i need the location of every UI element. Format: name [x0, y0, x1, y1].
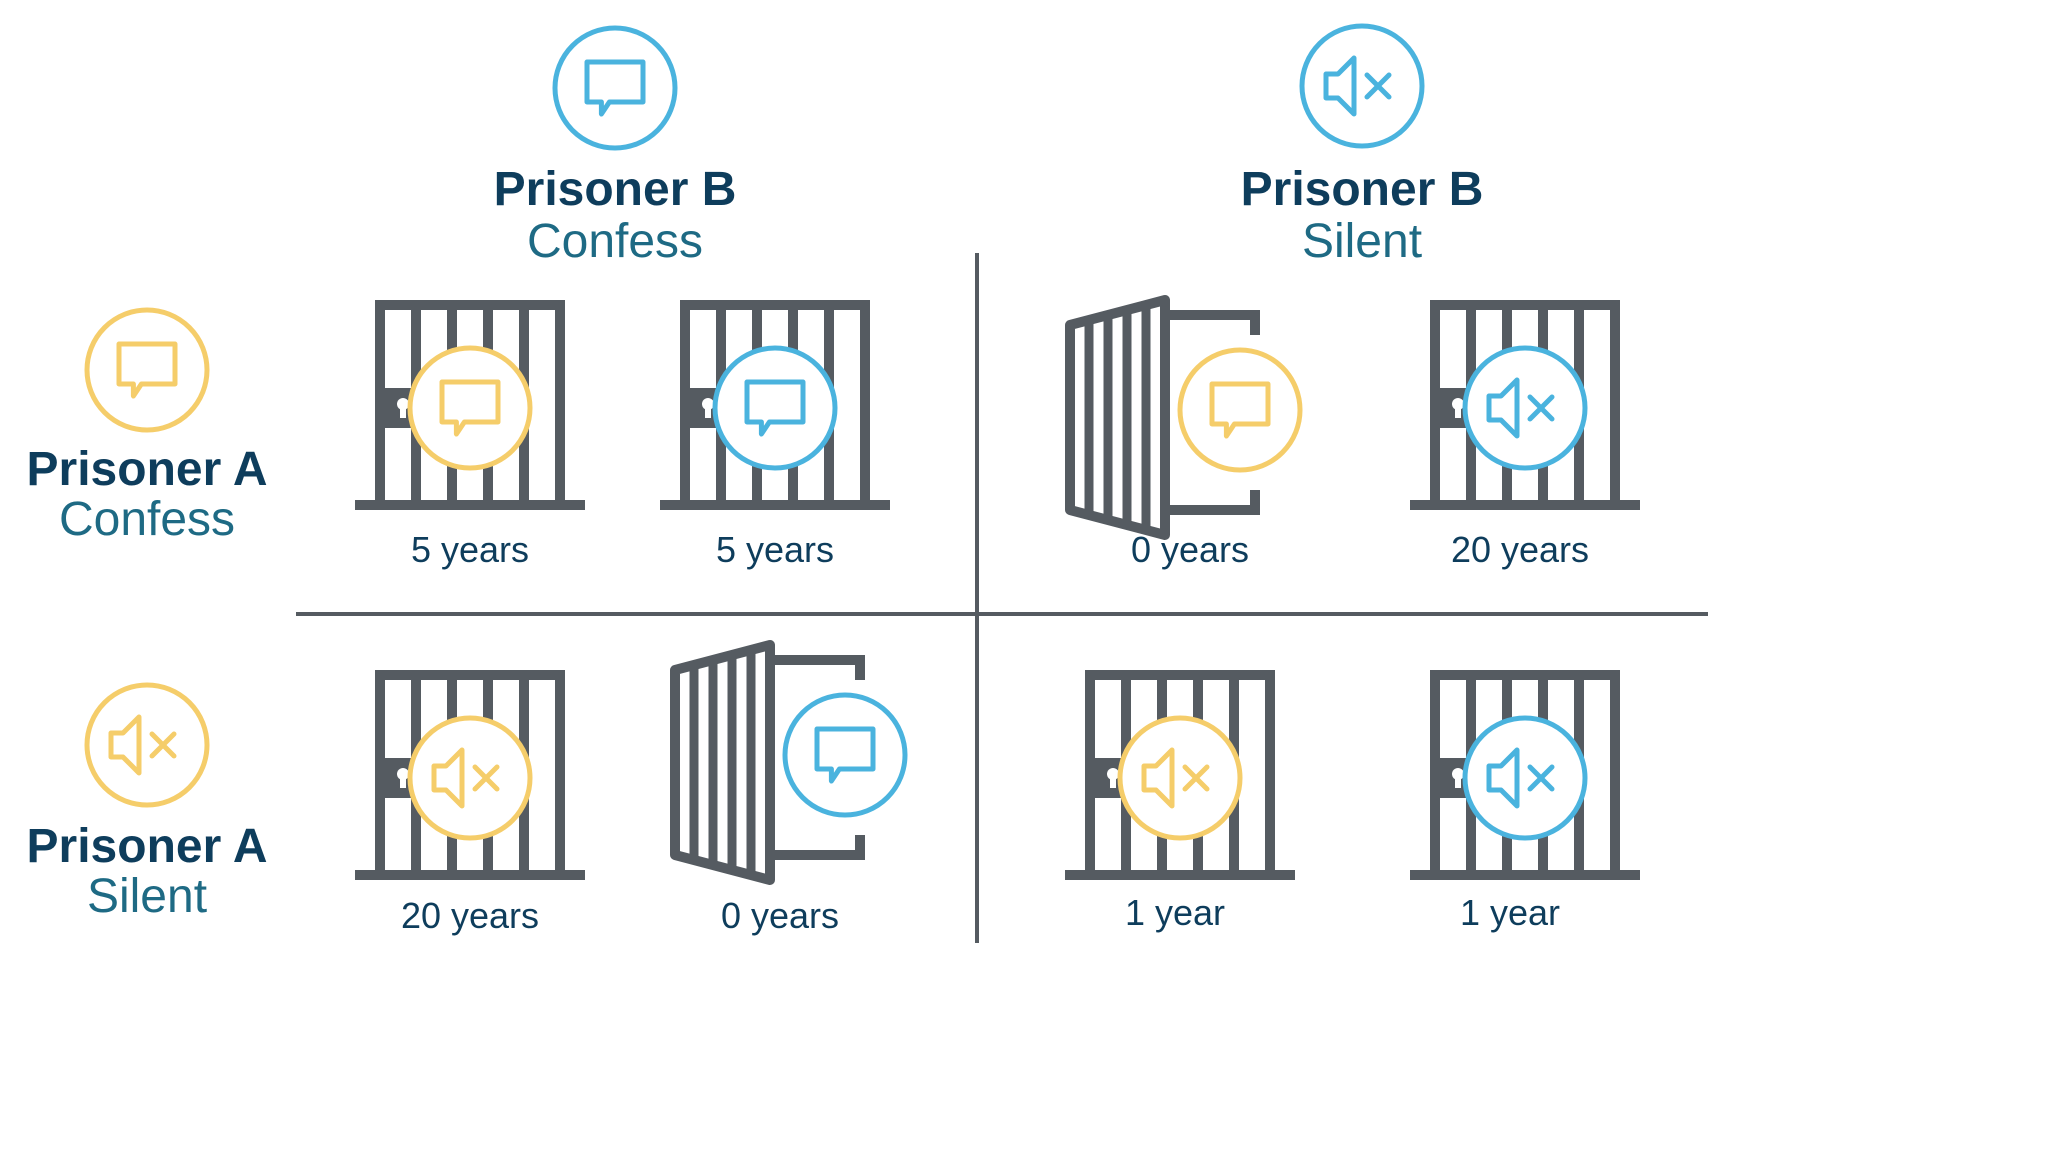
muted-speaker-icon — [1299, 23, 1425, 149]
muted-speaker-icon — [407, 715, 533, 841]
prisoner-b-sentence: 1 year — [1460, 892, 1560, 933]
prisoner-b-sentence: 20 years — [1451, 529, 1589, 570]
row-header-a-confess: Prisoner A Confess — [27, 307, 268, 546]
row-header-name: Prisoner A — [27, 820, 268, 873]
prisoner-a-sentence: 0 years — [1131, 529, 1249, 570]
column-header-name: Prisoner B — [1241, 163, 1484, 216]
row-header-name: Prisoner A — [27, 443, 268, 496]
column-header-b-confess: Prisoner B Confess — [494, 25, 737, 268]
prisoner-b-outcome — [1410, 300, 1640, 510]
prisoner-b-outcome — [1410, 670, 1640, 880]
prisoner-a-outcome — [355, 300, 585, 510]
column-header-b-silent: Prisoner B Silent — [1241, 23, 1484, 268]
open-door-icon — [670, 640, 908, 885]
muted-speaker-icon — [1462, 715, 1588, 841]
jail-cell-icon — [1065, 670, 1295, 880]
prisoner-a-outcome — [1065, 670, 1295, 880]
jail-cell-icon — [355, 670, 585, 880]
row-header-choice: Confess — [59, 493, 235, 546]
speech-bubble-icon — [84, 307, 210, 433]
speech-bubble-icon — [782, 692, 908, 818]
row-header-a-silent: Prisoner A Silent — [27, 682, 268, 923]
muted-speaker-icon — [1462, 345, 1588, 471]
cell-a-silent-b-silent: 1 year 1 year — [1065, 670, 1640, 933]
cell-a-confess-b-silent: 0 years 20 years — [1065, 295, 1640, 570]
cell-a-confess-b-confess: 5 years 5 years — [355, 300, 890, 570]
prisoner-b-sentence: 5 years — [716, 529, 834, 570]
speech-bubble-icon — [407, 345, 533, 471]
jail-cell-icon — [1410, 300, 1640, 510]
cell-a-silent-b-confess: 20 years 0 years — [355, 640, 908, 936]
prisoner-b-outcome — [670, 640, 908, 885]
column-header-choice: Silent — [1302, 215, 1422, 268]
prisoner-a-outcome — [1065, 295, 1303, 540]
speech-bubble-icon — [712, 345, 838, 471]
open-door-icon — [1065, 295, 1303, 540]
muted-speaker-icon — [84, 682, 210, 808]
row-header-choice: Silent — [87, 870, 207, 923]
column-header-name: Prisoner B — [494, 163, 737, 216]
prisoner-a-sentence: 1 year — [1125, 892, 1225, 933]
prisoner-a-sentence: 20 years — [401, 895, 539, 936]
speech-bubble-icon — [552, 25, 678, 151]
jail-cell-icon — [1410, 670, 1640, 880]
jail-cell-icon — [660, 300, 890, 510]
speech-bubble-icon — [1177, 347, 1303, 473]
muted-speaker-icon — [1117, 715, 1243, 841]
jail-cell-icon — [355, 300, 585, 510]
prisoner-b-sentence: 0 years — [721, 895, 839, 936]
prisoner-b-outcome — [660, 300, 890, 510]
prisoner-a-outcome — [355, 670, 585, 880]
prisoner-a-sentence: 5 years — [411, 529, 529, 570]
column-header-choice: Confess — [527, 215, 703, 268]
